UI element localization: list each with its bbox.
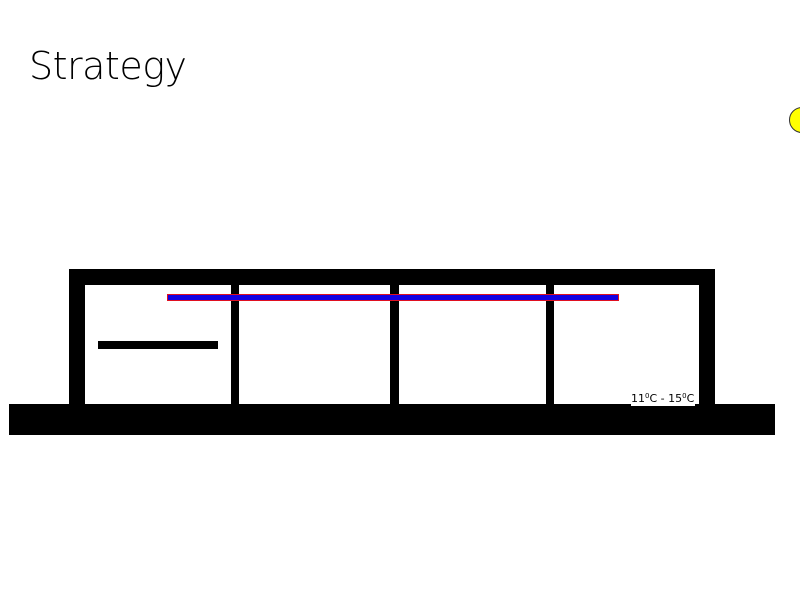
column-1: [231, 269, 239, 409]
temperature-range-label: 110C - 150C: [631, 389, 696, 406]
radiant-pipe: [167, 294, 619, 301]
ground-slab: [9, 404, 775, 435]
shelf: [98, 341, 218, 349]
right-wall: [699, 269, 715, 409]
slide-title: Strategy: [29, 44, 187, 88]
sun-icon: [789, 107, 800, 133]
column-2: [390, 269, 399, 409]
column-3: [546, 269, 554, 409]
left-wall: [69, 269, 85, 409]
